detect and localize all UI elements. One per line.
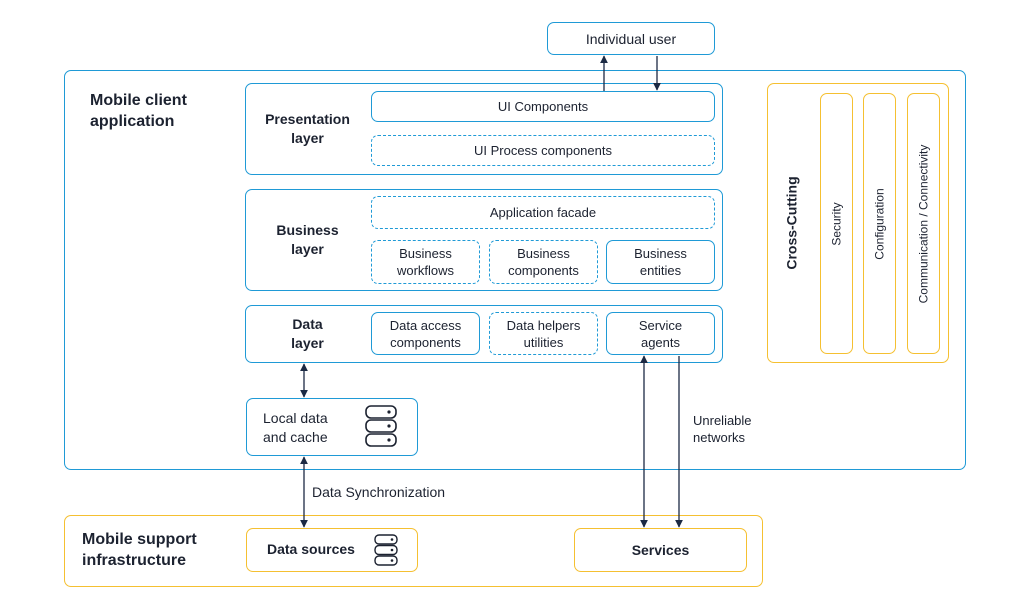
data-access-components-box: Data access components bbox=[371, 312, 480, 355]
security-box: Security bbox=[820, 93, 853, 354]
services-box: Services bbox=[574, 528, 747, 572]
mobile-support-infrastructure-title: Mobile support infrastructure bbox=[82, 531, 197, 569]
configuration-box: Configuration bbox=[863, 93, 896, 354]
ui-process-components-box: UI Process components bbox=[371, 135, 715, 166]
individual-user-label: Individual user bbox=[585, 30, 677, 47]
business-workflows-box: Business workflows bbox=[371, 240, 480, 284]
application-facade-box: Application facade bbox=[371, 196, 715, 229]
business-components-box: Business components bbox=[489, 240, 598, 284]
individual-user-box: Individual user bbox=[547, 22, 715, 55]
communication-connectivity-box: Communication / Connectivity bbox=[907, 93, 940, 354]
data-sources-label: Data sources bbox=[267, 541, 355, 557]
presentation-layer-title: Presentation layer bbox=[265, 111, 350, 146]
unreliable-networks-label: Unreliable networks bbox=[693, 413, 752, 445]
mobile-client-application-title: Mobile client application bbox=[90, 92, 187, 130]
ui-components-box: UI Components bbox=[371, 91, 715, 122]
data-helpers-utilities-box: Data helpers utilities bbox=[489, 312, 598, 355]
cross-cutting-title: Cross-Cutting bbox=[784, 176, 801, 270]
data-layer-title: Data layer bbox=[291, 316, 324, 351]
database-icon bbox=[365, 405, 397, 447]
business-entities-box: Business entities bbox=[606, 240, 715, 284]
database-icon bbox=[374, 534, 398, 566]
service-agents-box: Service agents bbox=[606, 312, 715, 355]
business-layer-title: Business layer bbox=[276, 222, 339, 257]
data-synchronization-label: Data Synchronization bbox=[312, 484, 446, 500]
local-data-and-cache-label: Local data and cache bbox=[263, 410, 328, 445]
